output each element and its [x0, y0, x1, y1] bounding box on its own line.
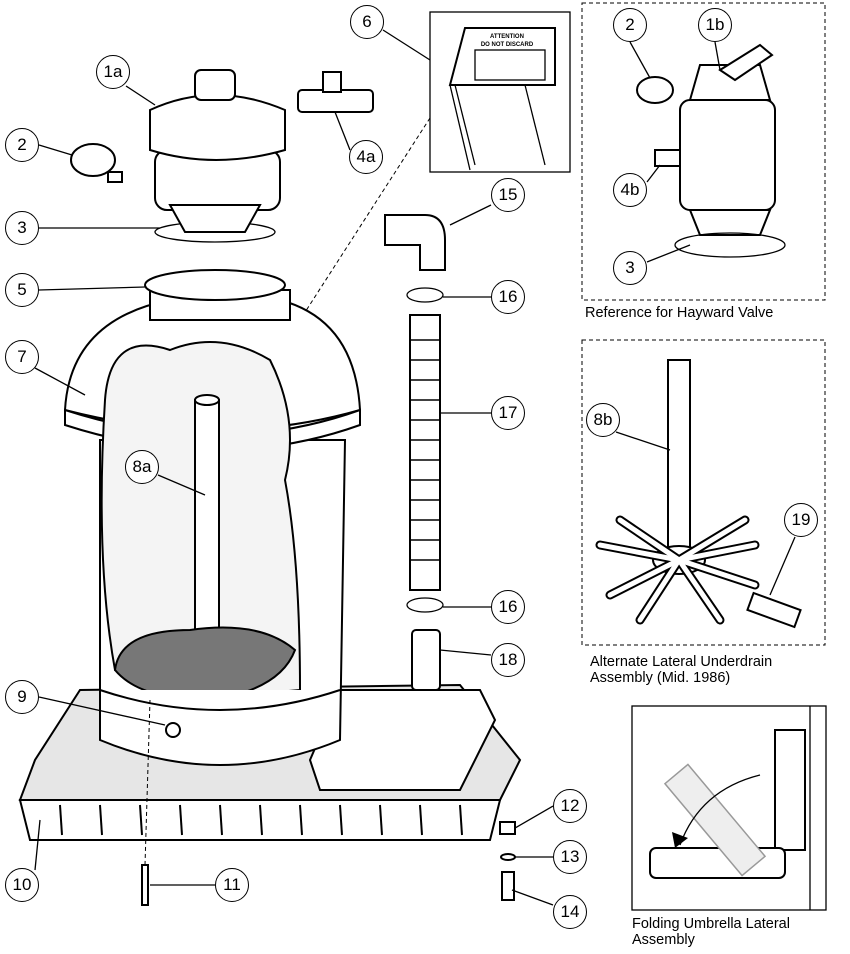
- bolt: [501, 871, 515, 901]
- warning-sign: ATTENTION DO NOT DISCARD: [448, 27, 556, 171]
- caption-folding-2: Assembly: [632, 932, 695, 948]
- callout-3: 3: [5, 211, 39, 245]
- callout-17: 17: [491, 396, 525, 430]
- hayward-valve: [636, 43, 786, 258]
- clamp-ring: [144, 269, 286, 301]
- sign-box: [429, 11, 571, 173]
- hayward-valve-box: [581, 2, 826, 301]
- hose-clamp-bottom: [406, 597, 444, 613]
- hose: [409, 314, 441, 591]
- filter-tank: [63, 289, 362, 766]
- callout-13: 13: [553, 840, 587, 874]
- callout-4b: 4b: [613, 173, 647, 207]
- folding-lateral-box: [631, 705, 827, 911]
- callout-15: 15: [491, 178, 525, 212]
- callout-1a: 1a: [96, 55, 130, 89]
- leader-lines: [34, 29, 796, 906]
- callout-16-top: 16: [491, 280, 525, 314]
- callout-14: 14: [553, 895, 587, 929]
- callout-5: 5: [5, 273, 39, 307]
- caption-alternate-1: Alternate Lateral Underdrain: [590, 654, 773, 670]
- callout-3-hayward: 3: [613, 251, 647, 285]
- callout-8a: 8a: [125, 450, 159, 484]
- callout-11: 11: [215, 868, 249, 902]
- callout-2: 2: [5, 128, 39, 162]
- callout-19: 19: [784, 503, 818, 537]
- callout-4a: 4a: [349, 140, 383, 174]
- pressure-gauge: [70, 143, 123, 183]
- caption-folding-1: Folding Umbrella Lateral: [632, 916, 790, 932]
- sign-text-discard: DO NOT DISCARD: [481, 42, 534, 48]
- folding-lateral: [649, 706, 811, 910]
- callout-2-hayward: 2: [613, 8, 647, 42]
- washer: [500, 853, 516, 861]
- callout-6: 6: [350, 5, 384, 39]
- caption-alternate-2: Assembly (Mid. 1986): [590, 670, 731, 686]
- hose-clamp-top: [406, 287, 444, 303]
- caption-hayward-valve: Reference for Hayward Valve: [585, 305, 774, 321]
- air-relief-valve: [297, 71, 374, 113]
- callout-10: 10: [5, 868, 39, 902]
- alternate-underdrain-box: [581, 339, 826, 646]
- lateral-underdrain: [595, 359, 802, 629]
- callout-18: 18: [491, 643, 525, 677]
- callout-16-bottom: 16: [491, 590, 525, 624]
- elbow-fitting: [384, 214, 446, 271]
- callout-1b: 1b: [698, 8, 732, 42]
- callout-12: 12: [553, 789, 587, 823]
- callout-8b: 8b: [586, 403, 620, 437]
- callout-9: 9: [5, 680, 39, 714]
- nut: [499, 821, 516, 835]
- multiport-valve: [149, 69, 286, 233]
- callout-7: 7: [5, 340, 39, 374]
- adapter-fitting: [411, 629, 441, 691]
- screw: [141, 864, 149, 906]
- sign-text-attention: ATTENTION: [490, 34, 524, 40]
